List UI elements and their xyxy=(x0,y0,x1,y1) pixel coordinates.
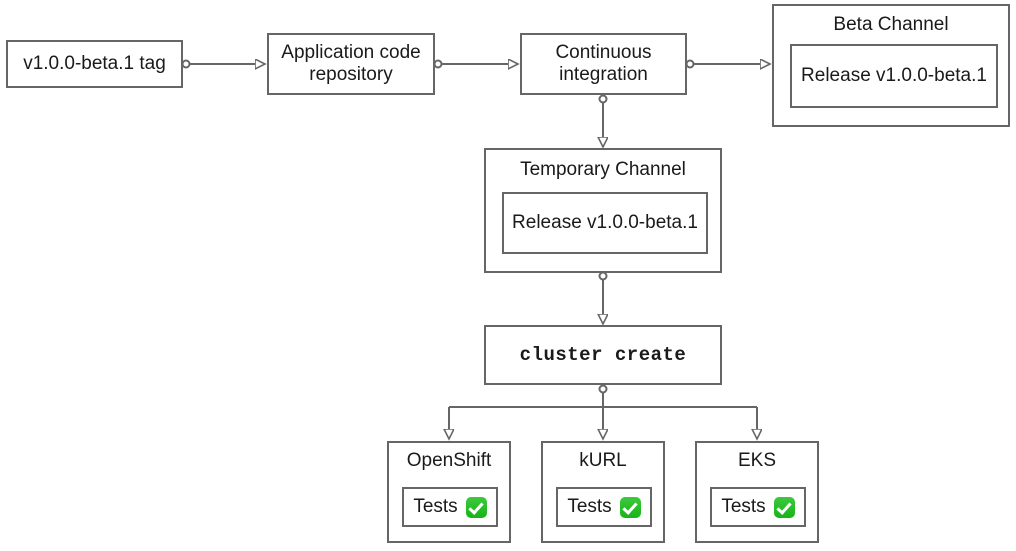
beta-channel-release-label: Release v1.0.0-beta.1 xyxy=(801,65,987,86)
node-tag-label: v1.0.0-beta.1 tag xyxy=(23,52,166,74)
kurl-tests-label: Tests xyxy=(567,496,612,517)
node-openshift[interactable]: OpenShift Tests xyxy=(387,441,511,543)
node-eks[interactable]: EKS Tests xyxy=(695,441,819,543)
check-mark-button-icon xyxy=(619,496,641,518)
beta-channel-release-box[interactable]: Release v1.0.0-beta.1 xyxy=(790,44,998,108)
node-repo-label-line2: repository xyxy=(309,64,393,85)
node-application-code-repository[interactable]: Application code repository xyxy=(267,33,435,95)
kurl-label: kURL xyxy=(579,450,627,471)
node-continuous-integration[interactable]: Continuous integration xyxy=(520,33,687,95)
eks-tests-label: Tests xyxy=(721,496,766,517)
node-tag[interactable]: v1.0.0-beta.1 tag xyxy=(6,40,183,88)
kurl-tests-box[interactable]: Tests xyxy=(556,487,652,527)
openshift-tests-label: Tests xyxy=(413,496,458,517)
temporary-channel-release-label: Release v1.0.0-beta.1 xyxy=(512,212,698,233)
edge-source-dot xyxy=(598,94,608,104)
node-ci-label-line1: Continuous xyxy=(555,41,652,63)
node-beta-channel[interactable]: Beta Channel Release v1.0.0-beta.1 xyxy=(772,4,1010,127)
node-temporary-channel[interactable]: Temporary Channel Release v1.0.0-beta.1 xyxy=(484,148,722,273)
check-mark-button-icon xyxy=(773,496,795,518)
node-ci-label-line2: integration xyxy=(559,64,648,85)
check-mark-button-icon xyxy=(465,496,487,518)
node-repo-label: Application code repository xyxy=(281,42,420,87)
edge-source-dot xyxy=(598,271,608,281)
edge-source-dot xyxy=(181,59,191,69)
node-kurl[interactable]: kURL Tests xyxy=(541,441,665,543)
beta-channel-label: Beta Channel xyxy=(833,14,949,35)
node-ci-label: Continuous integration xyxy=(555,42,651,87)
openshift-tests-box[interactable]: Tests xyxy=(402,487,498,527)
node-repo-label-line1: Application code xyxy=(281,41,421,63)
edge-source-dot xyxy=(598,384,608,394)
temporary-channel-release-box[interactable]: Release v1.0.0-beta.1 xyxy=(502,192,708,254)
eks-label: EKS xyxy=(737,450,777,471)
cluster-create-label: cluster create xyxy=(519,343,687,366)
openshift-label: OpenShift xyxy=(406,450,492,471)
node-cluster-create[interactable]: cluster create xyxy=(484,325,722,385)
edge-source-dot xyxy=(685,59,695,69)
edge-source-dot xyxy=(433,59,443,69)
temporary-channel-label: Temporary Channel xyxy=(520,159,686,180)
eks-tests-box[interactable]: Tests xyxy=(710,487,806,527)
